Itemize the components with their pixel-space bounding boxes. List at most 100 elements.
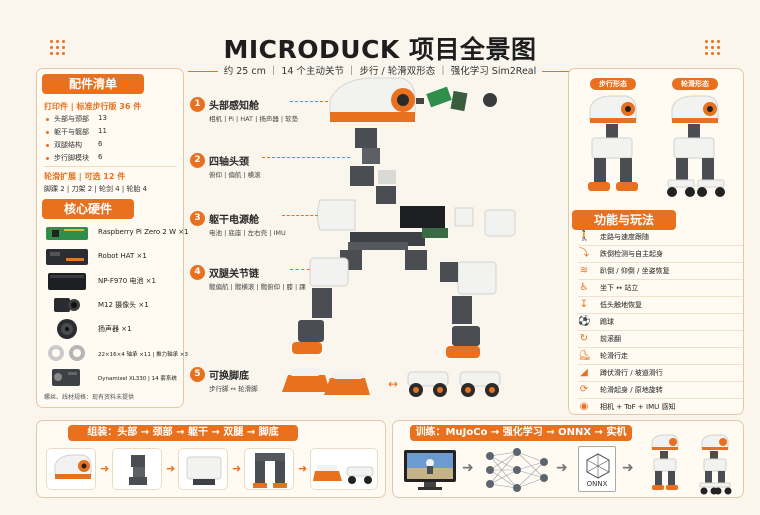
roll-icon: ↻ — [579, 333, 589, 344]
assembly-banner: 组装：头部 → 颈部 → 躯干 → 双腿 → 脚底 — [68, 425, 298, 441]
subtitle-text: 约 25 cm ｜ 14 个主动关节 ｜ 步行 / 轮滑双形态 ｜ 强化学习 S… — [223, 66, 537, 77]
walk-icon: 🚶 — [578, 231, 591, 242]
leader-line — [290, 269, 310, 270]
onnx-label: ONNX — [586, 480, 608, 488]
walk-form-robot — [588, 95, 638, 191]
sit-icon: ♿ — [579, 282, 589, 293]
camera-icon — [54, 298, 80, 312]
hardware-banner: 核心硬件 — [42, 199, 134, 219]
feature-item: 🚶走路与速度跟随 — [578, 229, 743, 246]
walk-foot-right — [324, 378, 370, 395]
hardware-item-label: NP-F970 电池 ×1 — [98, 277, 156, 285]
arrow-right-icon: ➜ — [298, 462, 308, 475]
bow-icon: ↧ — [579, 299, 589, 310]
feature-item: ◢蹲伏滑行 / 坡道滑行 — [578, 365, 743, 382]
arrow-right-icon: ➜ — [166, 462, 176, 475]
pi-board-icon — [46, 227, 88, 240]
head-base — [330, 112, 415, 122]
feature-item: ↻前滚翻 — [578, 331, 743, 348]
exploded-robot-diagram: ↔ — [282, 77, 516, 397]
poster-subtitle: 约 25 cm ｜ 14 个主动关节 ｜ 步行 / 轮滑双形态 ｜ 强化学习 S… — [0, 63, 760, 77]
svg-text:↔: ↔ — [388, 377, 398, 391]
features-banner: 功能与玩法 — [572, 210, 676, 230]
slope-icon: ◢ — [580, 367, 588, 378]
poster-title: MICRODUCK 项目全景图 — [223, 35, 537, 64]
decor-dots-left — [50, 40, 66, 56]
left-thigh — [309, 257, 349, 287]
arrow-right-icon: ➜ — [622, 460, 634, 476]
neck-servo — [355, 128, 377, 148]
rotate-icon: ⟳ — [579, 384, 589, 395]
skate-foot-right — [459, 371, 501, 387]
right-thigh — [457, 261, 497, 295]
skate-icon: ⛸ — [578, 350, 591, 361]
divider — [44, 166, 176, 167]
hat-board-icon — [46, 249, 88, 265]
arrow-right-icon: ➜ — [462, 460, 474, 476]
wheel-kit-heading: 轮滑扩展 | 可选 12 件 — [44, 172, 126, 181]
fall-icon: ⤵ — [579, 248, 589, 259]
assembly-step-feet — [310, 448, 378, 490]
bom-banner: 配件清单 — [42, 74, 144, 94]
decor-dots-right — [705, 40, 721, 56]
hardware-item-label: Raspberry Pi Zero 2 W ×1 — [98, 228, 189, 236]
arrow-right-icon: ➜ — [556, 460, 568, 476]
feature-item: ⛸轮滑行走 — [578, 348, 743, 365]
feature-item: ♿坐下 ↔ 站立 — [578, 280, 743, 297]
skate-foot-left — [407, 371, 449, 387]
onnx-file-icon: ONNX — [578, 446, 616, 492]
hardware-item-label: Dynamixel XL330 | 14 套系统 — [98, 376, 177, 382]
feature-item: ⤵跌倒检测与自主起身 — [578, 246, 743, 263]
torso-shell-left — [317, 199, 356, 231]
hardware-item-label: Robot HAT ×1 — [98, 252, 147, 260]
feature-item: ⟳轮滑起身 / 原地旋转 — [578, 382, 743, 399]
wheel-form-robot — [667, 95, 725, 197]
feature-item: ◉相机 + ToF + IMU 感知 — [579, 401, 676, 412]
wheel-form-tag: 轮滑形态 — [672, 78, 718, 90]
bearing-icon — [48, 345, 85, 361]
leader-line — [262, 157, 350, 158]
servo-icon — [52, 369, 80, 386]
neural-network-icon — [486, 448, 548, 492]
hardware-item: Robot HAT ×1 — [44, 246, 184, 268]
arrow-right-icon: ➜ — [100, 462, 110, 475]
leader-line — [290, 101, 328, 102]
real-robot-icon — [651, 434, 732, 495]
assembly-step-neck — [112, 448, 162, 490]
right-panel — [568, 68, 744, 415]
walk-form-tag: 步行形态 — [590, 78, 636, 90]
hardware-item-label: 22×16×4 轴承 ×11 | 推力轴承 ×3 — [98, 352, 189, 358]
pi-board-part — [426, 86, 452, 108]
hardware-item: 扬声器 ×1 — [44, 318, 184, 340]
assembly-step-legs — [244, 448, 294, 490]
printed-parts-heading: 打印件 | 标准步行版 36 件 — [44, 102, 142, 111]
feature-item: ≋趴倒 / 仰倒 / 坐姿恢复 — [578, 263, 743, 280]
training-banner: 训练：MuJoCo → 强化学习 → ONNX → 实机 — [410, 425, 632, 441]
assembly-step-torso — [178, 448, 228, 490]
leader-line — [282, 215, 318, 216]
walk-foot-left — [282, 375, 330, 392]
speaker-icon — [57, 319, 77, 339]
camera-part — [483, 93, 497, 107]
sensor-icon: ◉ — [579, 401, 589, 412]
hardware-item: 22×16×4 轴承 ×11 | 推力轴承 ×3 — [44, 342, 188, 364]
hardware-item: NP-F970 电池 ×1 — [44, 270, 184, 292]
battery-part — [400, 206, 445, 228]
arrow-right-icon: ➜ — [232, 462, 242, 475]
ball-icon: ⚽ — [578, 316, 591, 327]
wheel-kit-items: 脚踝 2 | 刀架 2 | 轮剑 4 | 轮胎 4 — [44, 185, 148, 193]
hardware-item: M12 摄像头 ×1 — [44, 294, 184, 316]
feature-item: ⚽踢球 — [578, 314, 743, 331]
hardware-item: Dynamixel XL330 | 14 套系统 — [44, 366, 184, 388]
hardware-note: 螺丝、线材规格：现有资料未提供 — [44, 394, 135, 401]
